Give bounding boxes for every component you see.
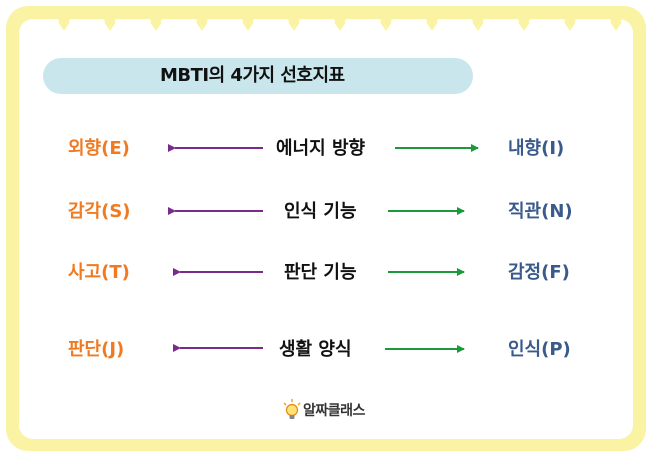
- title-bar: [43, 58, 473, 94]
- right-label-introversion: 내향(I): [508, 138, 565, 159]
- logo: 알짜클래스: [283, 398, 365, 422]
- lightbulb-icon: [283, 399, 301, 419]
- right-label-intuition: 직관(N): [508, 201, 573, 222]
- right-label-feeling: 감정(F): [508, 262, 570, 283]
- center-label-energy-direction: 에너지 방향: [276, 138, 366, 159]
- logo-text: 알짜클래스: [303, 403, 365, 419]
- center-label-lifestyle: 생활 양식: [279, 339, 352, 360]
- right-label-perceiving: 인식(P): [508, 339, 571, 360]
- center-label-judgment-function: 판단 기능: [284, 262, 357, 283]
- left-label-judging: 판단(J): [68, 339, 125, 360]
- left-label-sensing: 감각(S): [68, 201, 131, 222]
- diagram-title: MBTI의 4가지 선호지표: [160, 65, 345, 86]
- left-label-extraversion: 외향(E): [68, 138, 130, 159]
- center-label-perception-function: 인식 기능: [284, 201, 357, 222]
- left-label-thinking: 사고(T): [68, 262, 130, 283]
